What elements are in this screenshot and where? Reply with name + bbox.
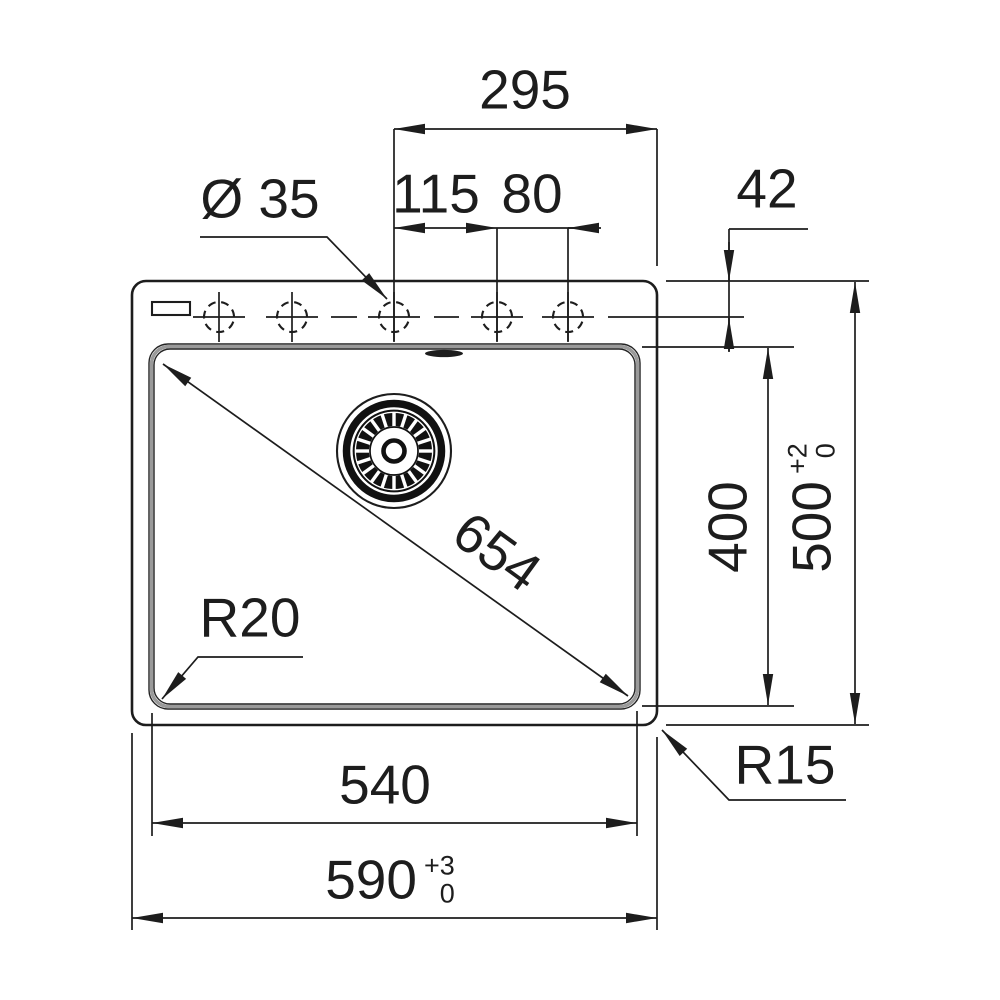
- tolerance-lower: 0: [439, 878, 455, 908]
- extension-lines: [131, 129, 869, 930]
- dim-hole-diameter-label: Ø 35: [200, 167, 320, 230]
- overflow-slot: [425, 349, 463, 358]
- rectangular-marking: [150, 300, 192, 317]
- dim-hole-pitch-right-label: 80: [501, 162, 563, 225]
- dim-bowl-depth-label: 400: [696, 481, 759, 573]
- dim-overall-width-label: 590 +3 0: [325, 848, 455, 911]
- dim-overall-depth-label: 500 +2 0: [780, 443, 843, 573]
- dim-overall-width-tolerance: +3 0: [423, 850, 455, 908]
- dim-line-654-diagonal: [162, 363, 629, 697]
- leader-r20: [161, 656, 303, 700]
- dim-overall-depth-tolerance: +2 0: [782, 443, 840, 475]
- tolerance-upper: +2: [782, 443, 813, 475]
- drain-strainer: [335, 392, 453, 510]
- bowl-outline: [148, 343, 641, 710]
- leader-hole-diameter: [200, 236, 388, 300]
- dimension-lines: [132, 123, 861, 924]
- dim-rim-to-hole-label: 42: [736, 157, 798, 220]
- label-outer-corner-radius: R15: [734, 733, 836, 796]
- dim-bowl-width-label: 540: [339, 753, 431, 816]
- dim-faucet-span-label: 295: [479, 58, 571, 121]
- leader-r15: [661, 729, 846, 801]
- dim-overall-width-value: 590: [325, 848, 417, 911]
- dim-hole-pitch-left-label: 115: [392, 162, 480, 225]
- faucet-hole: [193, 292, 245, 342]
- tolerance-upper: +3: [423, 850, 455, 881]
- tolerance-lower: 0: [810, 443, 840, 459]
- faucet-hole: [266, 292, 318, 342]
- label-bowl-corner-radius: R20: [199, 586, 301, 649]
- dim-overall-depth-value: 500: [780, 481, 843, 573]
- drain-center-hole: [381, 438, 407, 464]
